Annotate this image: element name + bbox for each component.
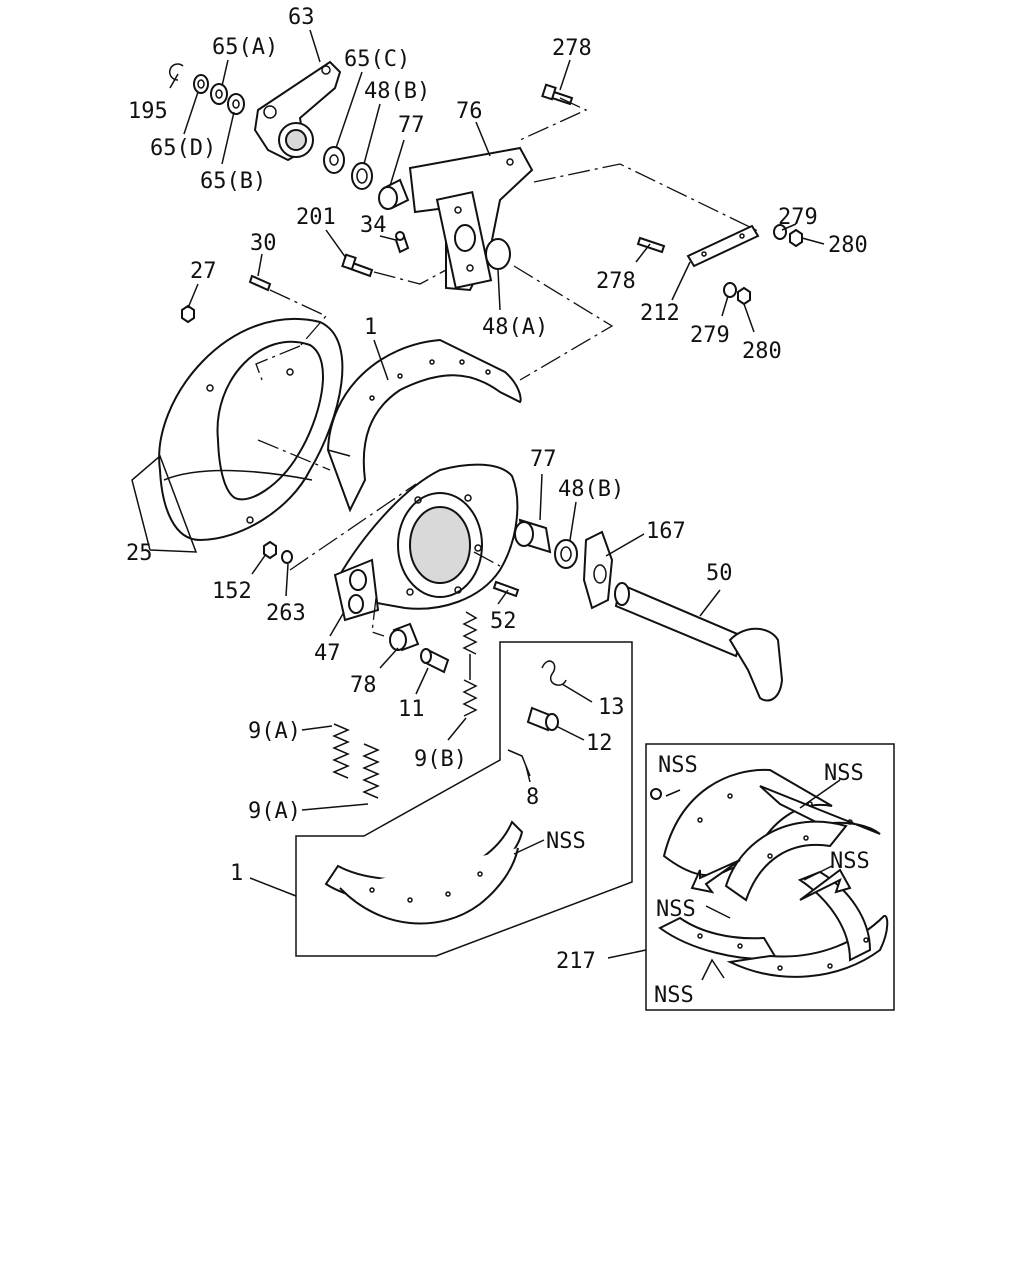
spring-9b: [462, 611, 478, 717]
nut-280-upper: [789, 228, 803, 248]
bolt-201: [341, 253, 374, 278]
label-65b: 65(B): [200, 169, 266, 194]
washer-65a: [210, 83, 228, 105]
washer-65b: [227, 93, 245, 115]
anchor-pin-bracket-47: [333, 558, 380, 622]
brake-spider: [336, 463, 519, 610]
label-9a-upper: 9(A): [248, 719, 301, 744]
lining-segment-3: [724, 820, 848, 902]
brake-shoe-upper: [326, 338, 522, 513]
label-11: 11: [398, 697, 425, 722]
label-217: 217: [556, 949, 596, 974]
label-50: 50: [706, 561, 733, 586]
seal-retainer-167: [582, 530, 614, 610]
label-30: 30: [250, 231, 277, 256]
label-8: 8: [526, 785, 539, 810]
label-263: 263: [266, 601, 306, 626]
label-25: 25: [126, 541, 153, 566]
label-nss-kit-5: NSS: [654, 983, 694, 1008]
label-195: 195: [128, 99, 168, 124]
lining-segment-5: [726, 870, 889, 978]
seal-48b-mid: [554, 539, 578, 569]
label-201: 201: [296, 205, 336, 230]
label-65c: 65(C): [344, 47, 410, 72]
bushing-78: [389, 622, 420, 652]
lining-segment-4: [658, 916, 778, 960]
label-nss-kit-4: NSS: [656, 897, 696, 922]
spring-9a-lower: [362, 743, 380, 799]
part-labels: 63 65(A) 65(C) 195 65(D) 65(B) 48(B) 77 …: [126, 5, 870, 1008]
label-nss-kit-1: NSS: [658, 753, 698, 778]
roller-pin-11: [420, 648, 450, 674]
nss-dot-marker: [650, 788, 662, 800]
label-9a-lower: 9(A): [248, 799, 301, 824]
label-9b: 9(B): [414, 747, 467, 772]
camshaft-50: [614, 582, 784, 702]
label-278-top: 278: [552, 36, 592, 61]
label-279-lower: 279: [690, 323, 730, 348]
label-278-right: 278: [596, 269, 636, 294]
roller-12: [526, 706, 559, 732]
label-47: 47: [314, 641, 341, 666]
bolt-278-right: [636, 236, 666, 254]
arrow-lower: [799, 868, 852, 901]
grease-fitting-34: [394, 231, 410, 254]
label-nss-kit-3: NSS: [830, 849, 870, 874]
label-65a: 65(A): [212, 35, 278, 60]
label-167: 167: [646, 519, 686, 544]
brake-shoe-lower: [324, 820, 524, 925]
label-1-top: 1: [364, 315, 377, 340]
label-48b-mid: 48(B): [558, 477, 624, 502]
washer-65d: [193, 74, 209, 94]
seal-48b-top: [351, 162, 373, 190]
label-13: 13: [598, 695, 625, 720]
label-34: 34: [360, 213, 387, 238]
nut-280-lower: [737, 286, 751, 306]
label-76: 76: [456, 99, 483, 124]
bushing-77-mid: [514, 518, 552, 554]
leader-lines: [131, 29, 841, 981]
washer-279-upper: [773, 224, 787, 240]
bolt-52: [492, 580, 520, 598]
label-280-upper: 280: [828, 233, 868, 258]
nut-152: [263, 540, 277, 560]
label-48a: 48(A): [482, 315, 548, 340]
spring-9a-upper: [332, 723, 350, 779]
label-52: 52: [490, 609, 517, 634]
bushing-77-top: [378, 178, 410, 210]
label-77-top: 77: [398, 113, 425, 138]
label-nss-shoe: NSS: [546, 829, 586, 854]
washer-279-lower: [723, 282, 737, 298]
label-77-mid: 77: [530, 447, 557, 472]
washer-263: [281, 550, 293, 564]
label-27: 27: [190, 259, 217, 284]
arrow-upper: [690, 859, 741, 894]
label-212: 212: [640, 301, 680, 326]
alignment-lines: [255, 97, 761, 637]
label-nss-kit-2: NSS: [824, 761, 864, 786]
seal-48a: [485, 238, 511, 270]
slack-adjuster: [253, 60, 342, 162]
label-12: 12: [586, 731, 613, 756]
label-63: 63: [288, 5, 315, 30]
dust-shield-25: [158, 317, 344, 542]
nut-27: [181, 304, 195, 324]
label-280-lower: 280: [742, 339, 782, 364]
clip-13: [541, 660, 567, 686]
shoe-kit-box: [295, 641, 633, 957]
label-1-lower: 1: [230, 861, 243, 886]
lining-kit-box: [645, 743, 895, 1011]
label-152: 152: [212, 579, 252, 604]
spring-clip-8: [507, 749, 531, 777]
label-48b-top: 48(B): [364, 79, 430, 104]
camshaft-bracket-76: [408, 146, 534, 292]
label-78: 78: [350, 673, 377, 698]
washer-65c: [323, 146, 345, 174]
label-279-upper: 279: [778, 205, 818, 230]
label-65d: 65(D): [150, 136, 216, 161]
plate-212: [686, 224, 760, 268]
bolt-30: [248, 274, 272, 292]
